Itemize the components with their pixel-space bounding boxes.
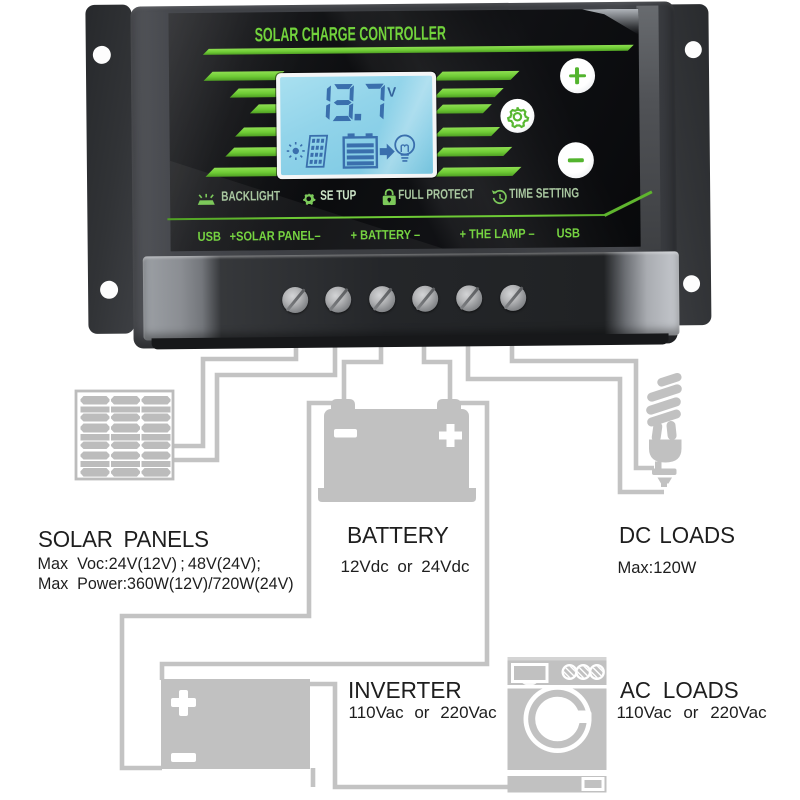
svg-text:V: V <box>387 84 396 99</box>
